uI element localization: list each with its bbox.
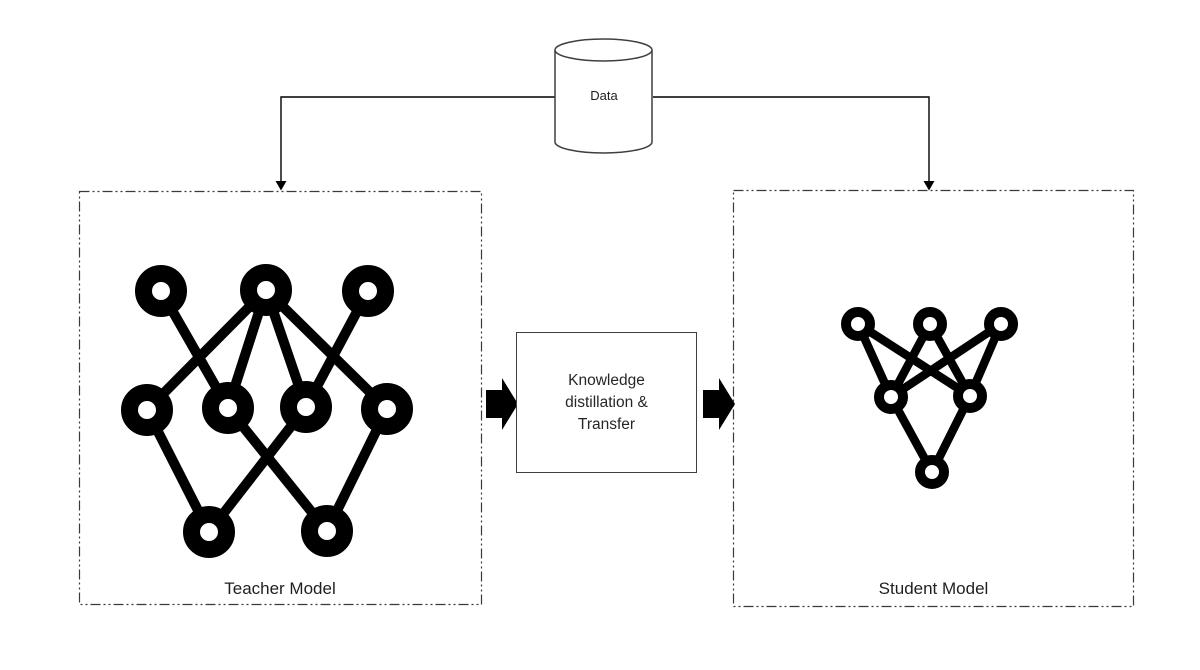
student-network-nodes xyxy=(841,307,1018,489)
process-box-line3: Transfer xyxy=(577,415,636,433)
teacher-box-border xyxy=(78,190,483,606)
process-box-line2: distillation & xyxy=(565,393,648,411)
block-arrow-right-icon xyxy=(486,378,518,430)
teacher-model-label: Teacher Model xyxy=(224,579,336,598)
teacher-network xyxy=(121,264,413,558)
data-cylinder-icon xyxy=(554,38,653,154)
arrowhead-down-icon xyxy=(275,181,287,191)
block-arrow-right-icon xyxy=(703,378,735,430)
arrowhead-down-icon xyxy=(923,181,935,191)
teacher-network-nodes xyxy=(121,264,413,558)
connector-data-to-teacher xyxy=(275,96,555,191)
student-network xyxy=(841,307,1018,489)
process-box-line1: Knowledge xyxy=(568,371,645,389)
teacher-network-edges xyxy=(142,286,392,536)
connector-data-to-student xyxy=(653,96,935,191)
knowledge-distillation-box: Knowledge distillation & Transfer xyxy=(516,332,697,473)
student-box-border xyxy=(732,189,1135,608)
data-store-label: Data xyxy=(590,88,618,103)
student-model-label: Student Model xyxy=(878,579,989,598)
